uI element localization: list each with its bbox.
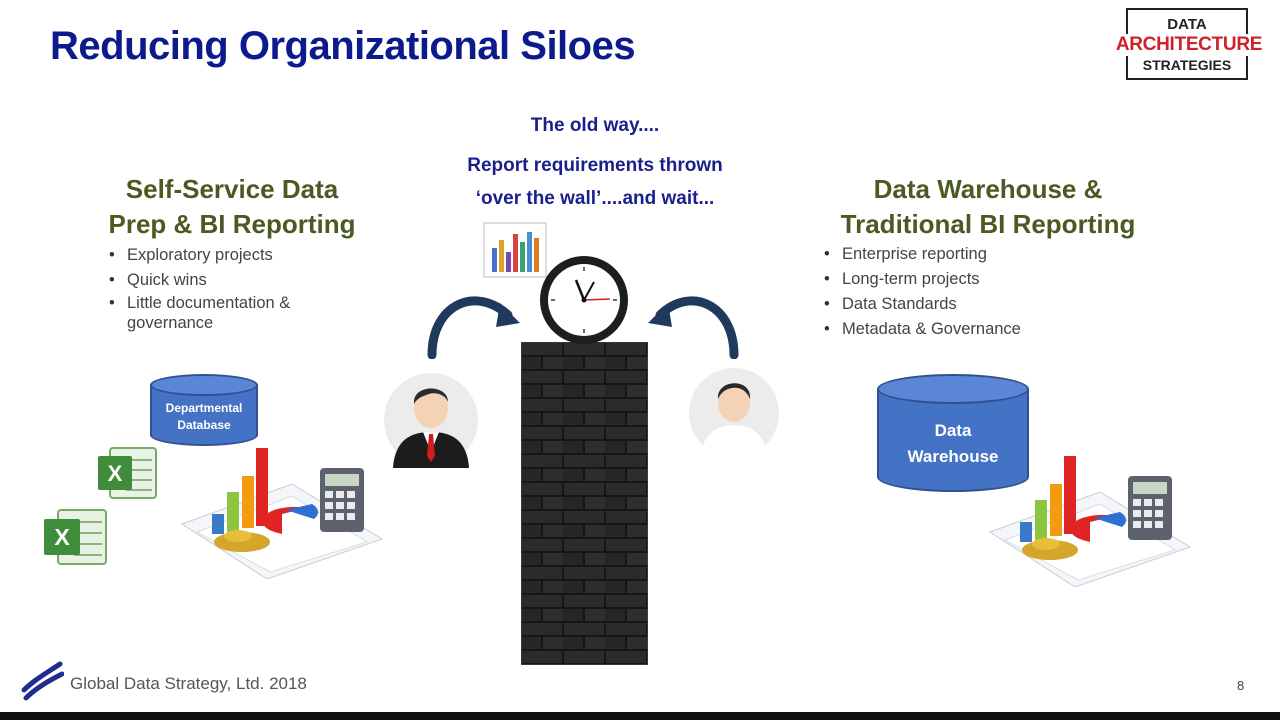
company-logo: DATA ARCHITECTURE STRATEGIES bbox=[1104, 8, 1274, 80]
db-label-line-1: Departmental bbox=[165, 401, 243, 415]
list-item: Data Standards bbox=[824, 292, 1102, 317]
svg-text:X: X bbox=[54, 524, 70, 550]
excel-icon: X bbox=[96, 444, 158, 502]
person-avatar bbox=[688, 367, 780, 459]
brick-wall bbox=[520, 341, 649, 666]
list-item: Metadata & Governance bbox=[824, 317, 1102, 342]
logo-line-1: DATA bbox=[1167, 16, 1207, 33]
global-data-strategy-logo bbox=[20, 660, 65, 704]
list-item: Little documentation & bbox=[109, 293, 367, 314]
right-heading: Data Warehouse & Traditional BI Reportin… bbox=[818, 172, 1158, 242]
center-line-1: Report requirements thrown bbox=[467, 155, 723, 176]
dw-label-line-1: Data bbox=[934, 421, 972, 440]
left-heading: Self-Service Data Prep & BI Reporting bbox=[92, 172, 372, 242]
data-warehouse-icon: Data Warehouse bbox=[877, 374, 1029, 492]
clock-icon bbox=[538, 254, 630, 346]
bi-reporting-illustration bbox=[172, 444, 386, 580]
center-heading: The old way.... bbox=[530, 115, 660, 136]
logo-line-3: STRATEGIES bbox=[1142, 57, 1232, 73]
list-item: Enterprise reporting bbox=[824, 242, 1102, 267]
list-item: Quick wins bbox=[109, 268, 367, 293]
logo-line-2: ARCHITECTURE bbox=[1104, 34, 1274, 56]
left-heading-line-1: Self-Service Data bbox=[125, 174, 339, 204]
curved-arrow-left-icon bbox=[420, 285, 524, 360]
bottom-bar bbox=[0, 712, 1280, 720]
right-heading-line-1: Data Warehouse & bbox=[873, 174, 1103, 204]
footer-text: Global Data Strategy, Ltd. 2018 bbox=[70, 674, 307, 693]
list-item-continuation: governance bbox=[127, 314, 214, 332]
right-heading-line-2: Traditional BI Reporting bbox=[840, 209, 1136, 239]
db-label-line-2: Database bbox=[177, 418, 231, 432]
dw-label-line-2: Warehouse bbox=[907, 447, 999, 466]
list-item: Long-term projects bbox=[824, 267, 1102, 292]
slide-title: Reducing Organizational Siloes bbox=[50, 24, 636, 68]
left-heading-line-2: Prep & BI Reporting bbox=[108, 209, 356, 239]
svg-text:X: X bbox=[108, 461, 123, 486]
page-number: 8 bbox=[1237, 678, 1245, 693]
report-chart-icon bbox=[483, 222, 547, 278]
list-item: Exploratory projects bbox=[109, 243, 367, 268]
right-bullet-list: Enterprise reporting Long-term projects … bbox=[824, 242, 1102, 342]
departmental-database-icon: Departmental Database bbox=[150, 374, 258, 446]
businessman-avatar bbox=[383, 372, 479, 468]
excel-icon: X bbox=[42, 506, 108, 568]
left-bullet-list: Exploratory projects Quick wins Little d… bbox=[109, 243, 367, 333]
bi-reporting-illustration bbox=[980, 452, 1194, 588]
curved-arrow-right-icon bbox=[646, 285, 746, 360]
center-line-2: ‘over the wall’....and wait... bbox=[475, 188, 715, 209]
